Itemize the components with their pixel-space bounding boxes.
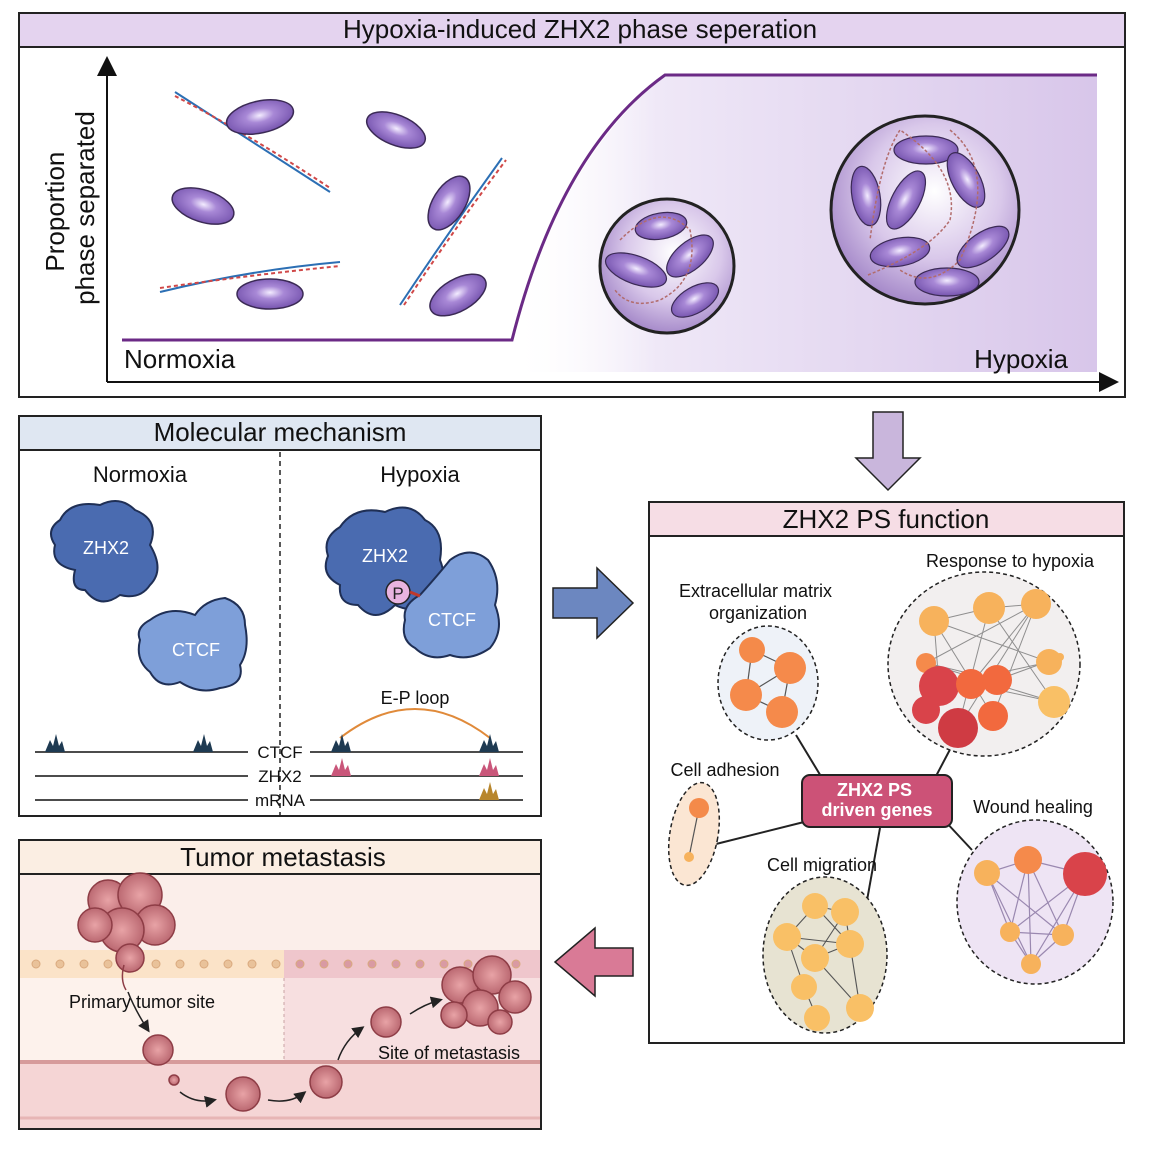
- metastasis-site-label: Site of metastasis: [378, 1043, 520, 1063]
- cluster-adhesion: [667, 781, 721, 887]
- cluster-hypoxia: [887, 571, 1081, 757]
- zhx2-peaks: [331, 758, 499, 776]
- cluster-label-ecm-line2: organization: [709, 603, 807, 623]
- ctcf-protein-normoxia: [137, 596, 248, 692]
- metastasis-panel-title: Tumor metastasis: [180, 842, 386, 872]
- function-panel-header: [648, 501, 1125, 537]
- phosphorylation-label: P: [392, 584, 403, 603]
- track-label-zhx2: ZHX2: [258, 767, 301, 786]
- ep-loop-label: E-P loop: [381, 688, 450, 708]
- function-panel: ZHX2 PS function Extracellular matrix or…: [648, 501, 1125, 1044]
- center-genes-line1: ZHX2 PS: [837, 780, 912, 800]
- center-genes-label: ZHX2 PS driven genes: [821, 780, 932, 820]
- y-axis-label: Proportion phase separated: [40, 111, 100, 305]
- metastasis-panel-header: [18, 839, 542, 875]
- top-panel-header: [18, 12, 1126, 48]
- circulating-tumor-cells: [142, 1006, 402, 1112]
- track-label-mrna: mRNA: [255, 791, 306, 810]
- hypoxia-axis-label: Hypoxia: [974, 344, 1068, 374]
- metastasis-panel: Tumor metastasis Primary tumor site: [18, 839, 542, 1130]
- network-connectors: [715, 734, 973, 907]
- ctcf-peaks: [45, 734, 499, 752]
- ctcf-protein-hypoxia: [402, 551, 500, 659]
- left-arrow: [553, 926, 634, 998]
- ctcf-label-normoxia: CTCF: [172, 640, 220, 660]
- zhx2-label-normoxia: ZHX2: [83, 538, 129, 558]
- free-zhx2-molecules: [171, 99, 487, 317]
- primary-tumor-label: Primary tumor site: [69, 992, 215, 1012]
- cluster-label-ecm-line1: Extracellular matrix: [679, 581, 832, 601]
- molecular-hypoxia-heading: Hypoxia: [380, 462, 460, 487]
- cluster-migration: [762, 876, 888, 1034]
- molecular-mechanism-panel: Molecular mechanism Normoxia Hypoxia ZHX…: [18, 415, 542, 817]
- molecular-panel-header: [18, 415, 542, 451]
- molecular-normoxia-heading: Normoxia: [93, 462, 188, 487]
- right-arrow: [552, 566, 635, 640]
- large-condensate: [829, 114, 1021, 306]
- primary-tumor: [77, 872, 176, 991]
- dna-strands: [159, 91, 507, 306]
- center-genes-line2: driven genes: [821, 800, 932, 820]
- cluster-wound: [956, 819, 1114, 985]
- function-panel-title: ZHX2 PS function: [783, 504, 990, 534]
- phase-separation-panel: Hypoxia-induced ZHX2 phase seperation Pr…: [18, 12, 1126, 398]
- migration-arrows: [179, 996, 443, 1108]
- normoxia-axis-label: Normoxia: [124, 344, 236, 374]
- small-condensate: [598, 197, 736, 335]
- top-panel-title: Hypoxia-induced ZHX2 phase seperation: [343, 14, 817, 44]
- ep-loop-arc: [339, 708, 491, 739]
- down-arrow: [854, 411, 922, 492]
- mrna-peaks: [479, 782, 499, 800]
- ctcf-label-hypoxia: CTCF: [428, 610, 476, 630]
- y-axis-label-line1: Proportion: [40, 152, 70, 272]
- center-genes-box: [801, 774, 953, 828]
- cluster-ecm: [717, 625, 819, 741]
- cluster-label-ecm: Extracellular matrix organization: [679, 581, 837, 623]
- y-axis-label-line2: phase separated: [70, 111, 100, 305]
- zhx2-protein-normoxia: [50, 500, 159, 603]
- track-label-ctcf: CTCF: [257, 743, 302, 762]
- phase-curve: [122, 73, 1097, 342]
- metastatic-colony: [440, 955, 532, 1035]
- cluster-label-wound: Wound healing: [973, 797, 1093, 817]
- cluster-label-hypoxia: Response to hypoxia: [926, 551, 1095, 571]
- epithelial-cells: [31, 959, 521, 969]
- primary-to-vessel-path: [127, 991, 150, 1033]
- molecular-panel-title: Molecular mechanism: [154, 417, 407, 447]
- cluster-label-adhesion: Cell adhesion: [670, 760, 779, 780]
- cluster-label-migration: Cell migration: [767, 855, 877, 875]
- zhx2-label-hypoxia: ZHX2: [362, 546, 408, 566]
- phospho-link: [409, 590, 421, 598]
